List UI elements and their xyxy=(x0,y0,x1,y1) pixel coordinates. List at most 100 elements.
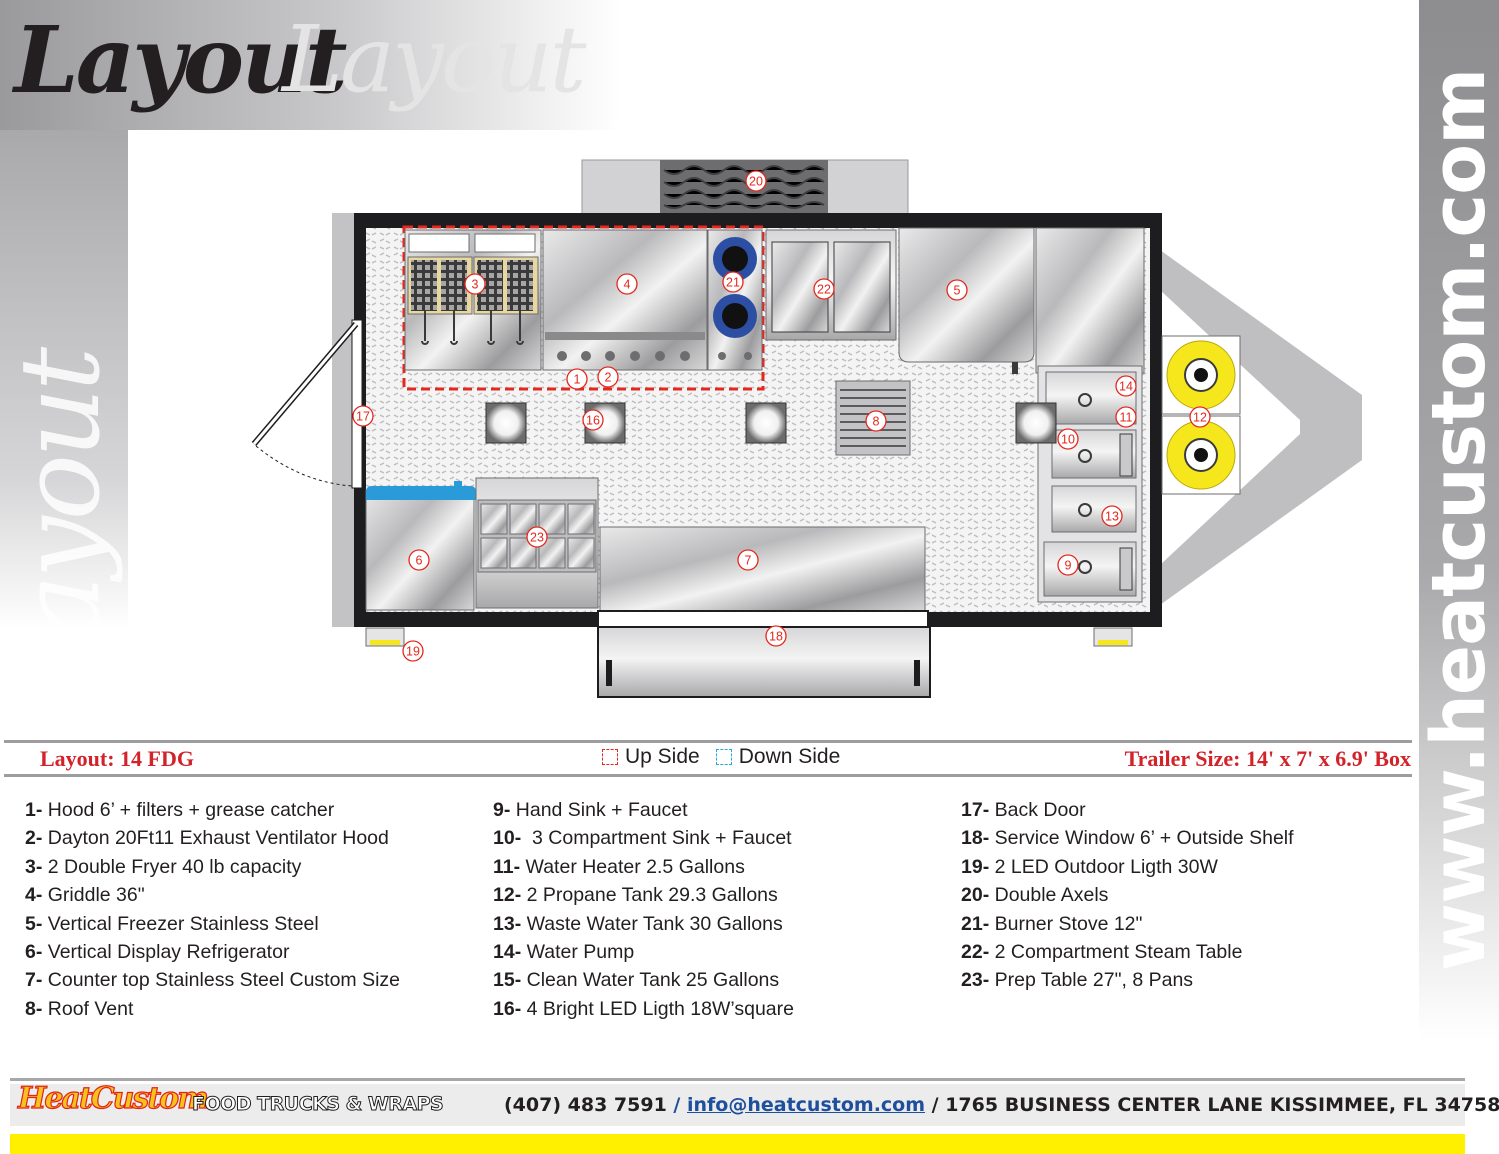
svg-text:21: 21 xyxy=(726,276,740,290)
marker-display-refrigerator: 6 xyxy=(408,549,430,571)
component-number: 3- xyxy=(25,855,43,878)
svg-text:7: 7 xyxy=(745,554,752,568)
component-item: 23- Prep Table 27", 8 Pans xyxy=(961,967,1294,995)
component-description: Vertical Freezer Stainless Steel xyxy=(42,912,319,935)
marker-counter-top: 7 xyxy=(737,549,759,571)
address: 1765 BUSINESS CENTER LANE KISSIMMEE, FL … xyxy=(945,1094,1499,1116)
header-band xyxy=(0,0,620,130)
component-item: 5- Vertical Freezer Stainless Steel xyxy=(25,911,400,939)
roof-vent xyxy=(835,380,911,456)
component-description: Water Pump xyxy=(521,940,635,963)
steam-table xyxy=(765,229,897,341)
legend: Up Side Down Side xyxy=(602,745,840,769)
component-number: 19- xyxy=(961,855,990,878)
component-item: 21- Burner Stove 12" xyxy=(961,911,1294,939)
component-item: 2- Dayton 20Ft11 Exhaust Ventilator Hood xyxy=(25,825,400,853)
component-description: Service Window 6’ + Outside Shelf xyxy=(989,827,1294,850)
component-item: 14- Water Pump xyxy=(493,939,794,967)
component-item: 20- Double Axels xyxy=(961,882,1294,910)
divider-top xyxy=(4,740,1412,743)
legend-up-label: Up Side xyxy=(625,745,700,768)
component-description: Roof Vent xyxy=(42,997,134,1020)
marker-hood: 1 xyxy=(566,368,588,390)
separator: / xyxy=(925,1094,946,1116)
component-number: 23- xyxy=(961,969,990,992)
svg-text:16: 16 xyxy=(586,414,600,428)
divider-bottom xyxy=(4,774,1412,777)
component-description: 4 Bright LED Ligth 18W’square xyxy=(521,997,794,1020)
water-cabinet xyxy=(1035,227,1145,374)
component-item: 3- 2 Double Fryer 40 lb capacity xyxy=(25,854,400,882)
component-item: 9- Hand Sink + Faucet xyxy=(493,797,794,825)
component-number: 1- xyxy=(25,799,43,821)
marker-vertical-freezer: 5 xyxy=(946,279,968,301)
page-title: Layout xyxy=(14,6,348,114)
component-item: 17- Back Door xyxy=(961,797,1294,825)
vertical-freezer xyxy=(898,227,1035,374)
svg-text:23: 23 xyxy=(530,531,544,545)
marker-griddle: 4 xyxy=(616,273,638,295)
footer-bar xyxy=(10,1084,1465,1126)
contact-line: (407) 483 7591 / info@heatcustom.com / 1… xyxy=(504,1094,1499,1116)
display-refrigerator xyxy=(365,481,476,611)
burner-stove xyxy=(707,229,763,371)
component-description: Counter top Stainless Steel Custom Size xyxy=(42,969,401,992)
svg-text:3: 3 xyxy=(472,278,479,292)
left-band xyxy=(0,130,128,630)
svg-text:8: 8 xyxy=(873,415,880,429)
svg-text:6: 6 xyxy=(416,554,423,568)
component-item: 7- Counter top Stainless Steel Custom Si… xyxy=(25,967,400,995)
brand-tagline: FOOD TRUCKS & WRAPS xyxy=(191,1093,444,1116)
email-link[interactable]: info@heatcustom.com xyxy=(686,1094,926,1116)
trailer-size: Trailer Size: 14' x 7' x 6.9' Box xyxy=(1124,746,1411,771)
service-window xyxy=(597,610,931,698)
back-door xyxy=(251,319,363,489)
component-item: 13- Waste Water Tank 30 Gallons xyxy=(493,911,794,939)
component-description: Prep Table 27", 8 Pans xyxy=(989,969,1194,992)
marker-service-window: 18 xyxy=(765,625,787,647)
phone: (407) 483 7591 xyxy=(504,1094,667,1116)
component-description: Clean Water Tank 25 Gallons xyxy=(521,969,780,992)
propane-tank xyxy=(1161,335,1241,495)
component-number: 22- xyxy=(961,940,990,963)
marker-water-heater: 11 xyxy=(1115,406,1137,428)
component-number: 13- xyxy=(493,912,522,935)
sink-stack xyxy=(1037,365,1143,603)
svg-text:17: 17 xyxy=(356,410,370,424)
marker-prep-table: 23 xyxy=(526,526,548,548)
component-description: Water Heater 2.5 Gallons xyxy=(520,855,745,878)
right-band xyxy=(1419,0,1499,1040)
marker-burner-stove: 21 xyxy=(722,271,744,293)
component-item: 18- Service Window 6’ + Outside Shelf xyxy=(961,825,1294,853)
component-item: 19- 2 LED Outdoor Ligth 30W xyxy=(961,854,1294,882)
page-title-shadow: Layout xyxy=(282,6,587,113)
component-item: 11- Water Heater 2.5 Gallons xyxy=(493,854,794,882)
component-number: 10- xyxy=(493,827,522,850)
component-number: 6- xyxy=(25,940,43,963)
legend-down-swatch xyxy=(715,749,732,765)
svg-text:11: 11 xyxy=(1120,411,1133,425)
svg-text:13: 13 xyxy=(1105,510,1119,524)
component-number: 16- xyxy=(493,997,522,1020)
component-item: 8- Roof Vent xyxy=(25,996,400,1024)
marker-steam-table: 22 xyxy=(813,278,835,300)
component-number: 2- xyxy=(25,827,43,850)
brand-logo: HeatCustom xyxy=(17,1080,209,1116)
griddle xyxy=(542,229,708,371)
footer-accent-bar xyxy=(10,1134,1465,1154)
component-description: Vertical Display Refrigerator xyxy=(42,940,290,963)
component-number: 18- xyxy=(961,827,990,850)
marker-led-light: 16 xyxy=(582,409,604,431)
svg-text:2: 2 xyxy=(605,371,612,385)
svg-text:5: 5 xyxy=(954,284,961,298)
marker-water-pump: 14 xyxy=(1115,375,1137,397)
svg-text:18: 18 xyxy=(769,630,783,644)
component-description: 2 LED Outdoor Ligth 30W xyxy=(989,855,1218,878)
component-item: 4- Griddle 36" xyxy=(25,882,400,910)
legend-up-swatch xyxy=(602,749,618,765)
marker-back-door: 17 xyxy=(352,405,374,427)
svg-text:14: 14 xyxy=(1119,380,1133,394)
component-number: 17- xyxy=(961,799,990,821)
svg-text:10: 10 xyxy=(1061,433,1075,447)
